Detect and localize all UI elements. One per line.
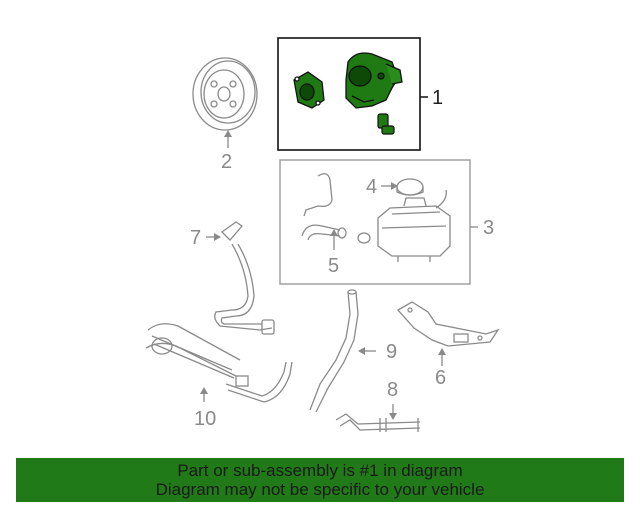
part-1-box bbox=[277, 37, 421, 151]
banner-line-1: Part or sub-assembly is #1 in diagram bbox=[177, 461, 463, 480]
callout-1: 1 bbox=[432, 87, 444, 109]
diagram-notice-banner: Part or sub-assembly is #1 in diagram Di… bbox=[16, 458, 624, 502]
hose-fitting-part[interactable] bbox=[335, 413, 421, 432]
callout-7: 7 bbox=[190, 227, 202, 249]
oil-cooler-part[interactable] bbox=[145, 323, 293, 403]
callout-10: 10 bbox=[194, 408, 217, 430]
callout-2: 2 bbox=[221, 151, 233, 173]
part-3-box bbox=[279, 159, 471, 285]
reservoir-part[interactable] bbox=[377, 189, 451, 262]
power-steering-pump-part[interactable] bbox=[345, 52, 403, 109]
pressure-line-part[interactable] bbox=[214, 221, 275, 335]
banner-line-2: Diagram may not be specific to your vehi… bbox=[155, 480, 485, 499]
pulley-part[interactable] bbox=[192, 57, 258, 131]
bracket-part[interactable] bbox=[396, 301, 500, 347]
parts-diagram bbox=[145, 37, 500, 432]
callout-8: 8 bbox=[387, 379, 399, 401]
reservoir-cap-part[interactable] bbox=[396, 178, 424, 196]
callout-9: 9 bbox=[386, 341, 398, 363]
callout-5: 5 bbox=[328, 255, 340, 277]
callout-3: 3 bbox=[483, 217, 495, 239]
pump-gasket-part[interactable] bbox=[293, 71, 325, 109]
pressure-switch-part[interactable] bbox=[377, 113, 395, 135]
callout-6: 6 bbox=[435, 367, 447, 389]
reservoir-hose-part[interactable] bbox=[301, 173, 371, 244]
callout-4: 4 bbox=[366, 176, 378, 198]
return-hose-part[interactable] bbox=[309, 289, 359, 413]
